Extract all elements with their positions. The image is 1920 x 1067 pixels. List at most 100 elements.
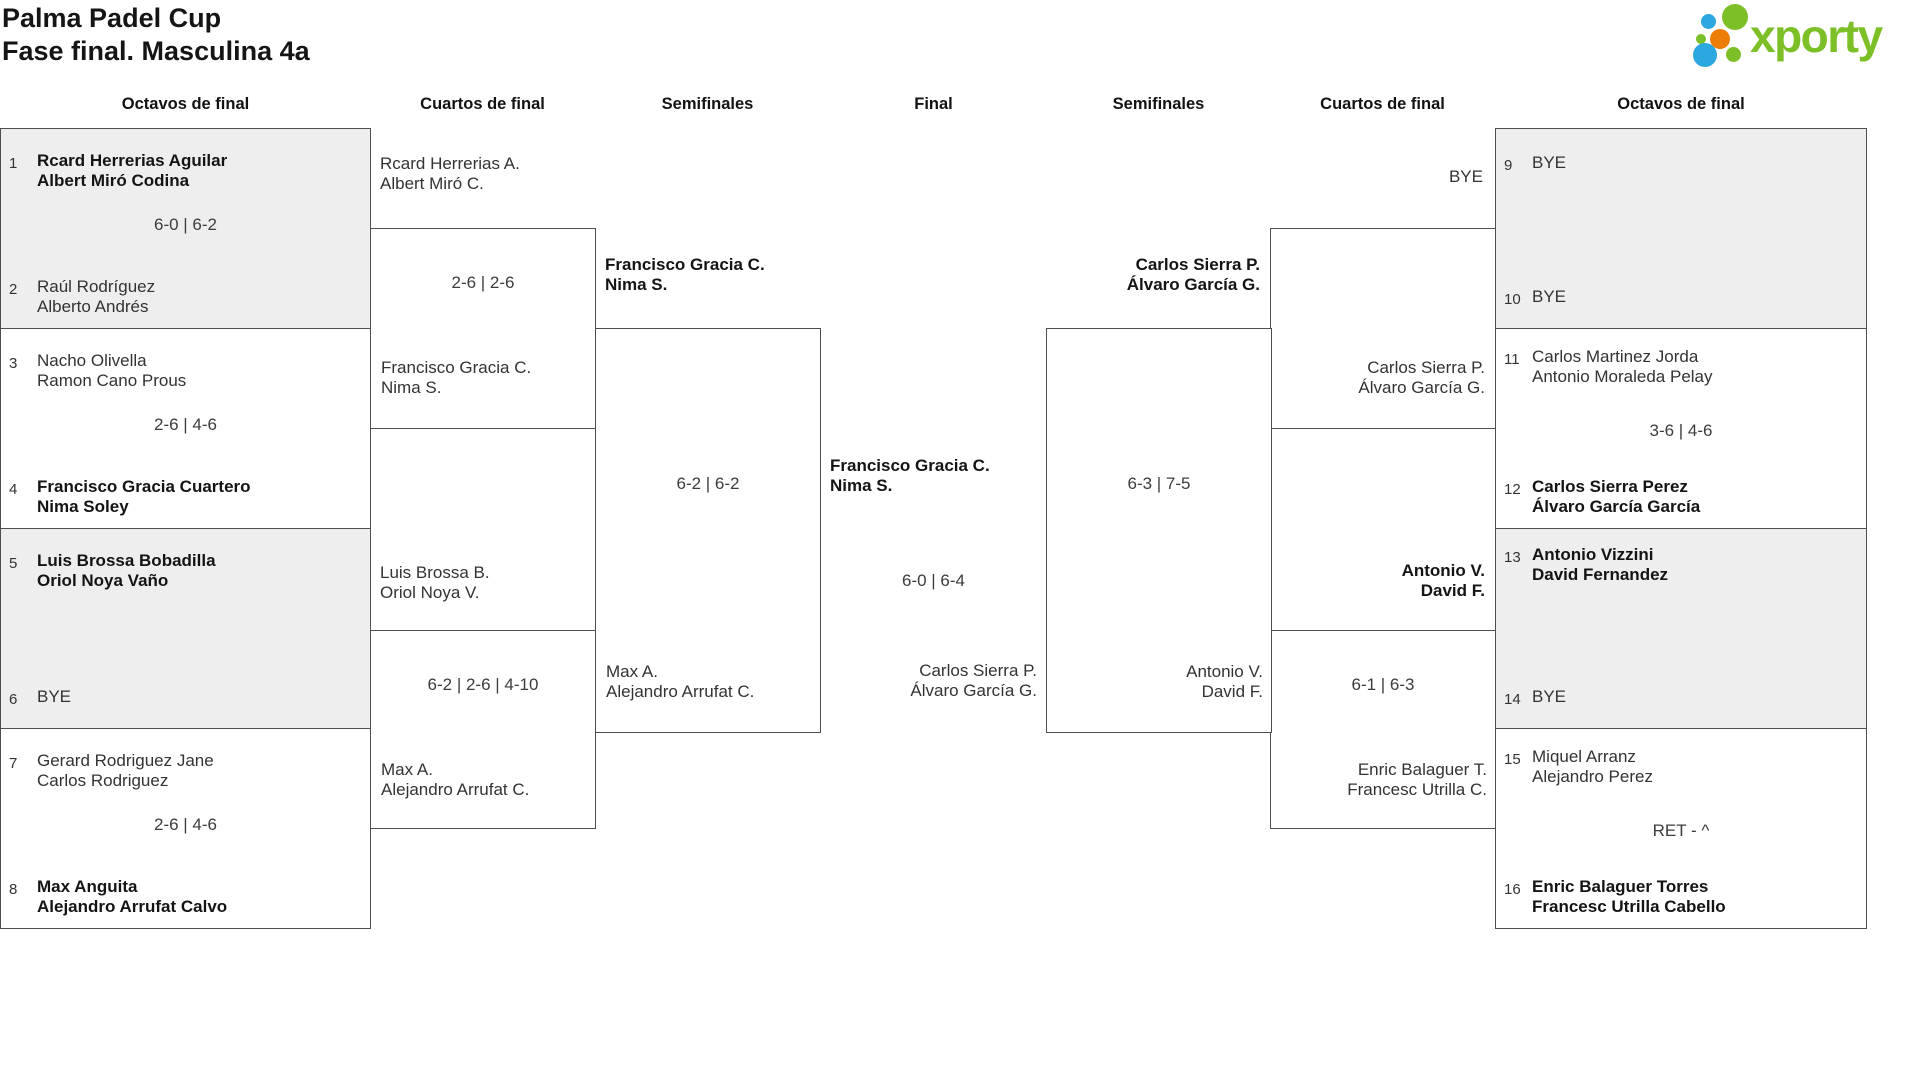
seed-number: 13: [1504, 549, 1521, 566]
qf-right-1-box: Carlos Sierra P. Álvaro García G.: [1270, 228, 1496, 429]
round-header-final: Final: [914, 95, 953, 113]
logo-dot-blue-big-icon: [1693, 43, 1717, 67]
team-names: BYE: [1532, 687, 1567, 706]
round-header-semis-left: Semifinales: [661, 95, 754, 113]
final-score: 6-0 | 6-4: [901, 571, 965, 590]
match-score: 2-6 | 2-6: [451, 273, 515, 292]
match-score: 3-6 | 4-6: [1649, 421, 1713, 440]
seed-number: 9: [1504, 157, 1513, 174]
team-names: Carlos Sierra Perez Álvaro García García: [1532, 477, 1701, 516]
seed-number: 8: [9, 881, 18, 898]
team-entry: 11 Carlos Martinez Jorda Antonio Moraled…: [1496, 347, 1866, 386]
qf-right-1-team1-bye: BYE: [1448, 167, 1483, 186]
qf-left-2-team1: Luis Brossa B. Oriol Noya V.: [380, 563, 490, 602]
team-entry: 5 Luis Brossa Bobadilla Oriol Noya Vaño: [1, 551, 370, 590]
tournament-name: Palma Padel Cup: [2, 3, 222, 33]
qf-left-2-team2: Max A. Alejandro Arrufat C.: [381, 760, 530, 799]
match-score: 6-3 | 7-5: [1127, 474, 1191, 493]
team-names: Enric Balaguer Torres Francesc Utrilla C…: [1532, 877, 1726, 916]
sf-right-team2: Antonio V. David F.: [1186, 662, 1263, 701]
match-score: 6-2 | 6-2: [676, 474, 740, 493]
team-entry: 12 Carlos Sierra Perez Álvaro García Gar…: [1496, 477, 1866, 516]
phase-name: Fase final. Masculina 4a: [2, 36, 310, 66]
seed-number: 11: [1504, 351, 1520, 368]
team-entry: 1 Rcard Herrerias Aguilar Albert Miró Co…: [1, 151, 370, 190]
qf-right-2-team1: Antonio V. David F.: [1401, 561, 1485, 600]
seed-number: 6: [9, 691, 18, 708]
match-score: RET - ^: [1652, 821, 1710, 840]
team-names: BYE: [1532, 287, 1567, 306]
sf-left-box: 6-2 | 6-2 Max A. Alejandro Arrufat C.: [595, 328, 821, 733]
seed-number: 5: [9, 555, 18, 572]
match-box-r16-4: 7 Gerard Rodriguez Jane Carlos Rodriguez…: [0, 728, 371, 929]
match-box-r16-5: 9 BYE 10 BYE: [1495, 128, 1867, 329]
xporty-logo[interactable]: xporty: [1688, 4, 1912, 72]
match-score: 2-6 | 4-6: [153, 815, 217, 834]
team-entry-bye: 10 BYE: [1496, 287, 1866, 308]
qf-left-1-box: 2-6 | 2-6 Francisco Gracia C. Nima S.: [370, 228, 596, 429]
qf-left-1-team1: Rcard Herrerias A. Albert Miró C.: [380, 154, 520, 193]
round-header-octavos-left: Octavos de final: [121, 95, 250, 113]
team-names: BYE: [37, 687, 72, 706]
team-names: BYE: [1532, 153, 1567, 172]
team-names: Luis Brossa Bobadilla Oriol Noya Vaño: [37, 551, 216, 590]
round-header-cuartos-left: Cuartos de final: [420, 95, 545, 113]
logo-dot-blue-small-icon: [1701, 14, 1716, 29]
team-entry: 3 Nacho Olivella Ramon Cano Prous: [1, 351, 370, 390]
match-box-r16-6: 11 Carlos Martinez Jorda Antonio Moraled…: [1495, 328, 1867, 529]
logo-wordmark: xporty: [1750, 10, 1883, 62]
team-names: Raúl Rodríguez Alberto Andrés: [37, 277, 156, 316]
team-entry: 7 Gerard Rodriguez Jane Carlos Rodriguez: [1, 751, 370, 790]
match-score: 6-0 | 6-2: [153, 215, 217, 234]
seed-number: 15: [1504, 751, 1521, 768]
round-header-semis-right: Semifinales: [1112, 95, 1205, 113]
seed-number: 1: [9, 155, 18, 172]
team-names: Miquel Arranz Alejandro Perez: [1532, 747, 1653, 786]
match-box-r16-2: 3 Nacho Olivella Ramon Cano Prous 2-6 | …: [0, 328, 371, 529]
logo-dot-orange-icon: [1710, 29, 1730, 49]
team-entry: 13 Antonio Vizzini David Fernandez: [1496, 545, 1866, 584]
round-header-octavos-right: Octavos de final: [1617, 95, 1745, 113]
team-entry-bye: 14 BYE: [1496, 687, 1866, 708]
logo-dot-green-small-icon: [1726, 47, 1741, 62]
seed-number: 10: [1504, 291, 1521, 308]
match-box-r16-3: 5 Luis Brossa Bobadilla Oriol Noya Vaño …: [0, 528, 371, 729]
match-score: 6-2 | 2-6 | 4-10: [427, 675, 539, 694]
round-header-cuartos-right: Cuartos de final: [1320, 95, 1445, 113]
seed-number: 2: [9, 281, 18, 298]
team-names: Gerard Rodriguez Jane Carlos Rodriguez: [37, 751, 214, 790]
page-title: Palma Padel Cup Fase final. Masculina 4a: [2, 2, 310, 68]
match-score: 6-1 | 6-3: [1351, 675, 1415, 694]
sf-left-team2: Max A. Alejandro Arrufat C.: [606, 662, 755, 701]
final-winner: Francisco Gracia C. Nima S.: [830, 456, 990, 495]
team-names: Antonio Vizzini David Fernandez: [1532, 545, 1669, 584]
sf-left-team1: Francisco Gracia C. Nima S.: [605, 255, 765, 294]
seed-number: 12: [1504, 481, 1521, 498]
team-names: Max Anguita Alejandro Arrufat Calvo: [37, 877, 228, 916]
logo-dot-green-big-icon: [1722, 4, 1748, 30]
team-names: Francisco Gracia Cuartero Nima Soley: [37, 477, 251, 516]
match-box-r16-8: 15 Miquel Arranz Alejandro Perez RET - ^…: [1495, 728, 1867, 929]
team-entry-bye: 6 BYE: [1, 687, 370, 708]
team-names: Rcard Herrerias Aguilar Albert Miró Codi…: [37, 151, 228, 190]
seed-number: 3: [9, 355, 18, 372]
seed-number: 4: [9, 481, 18, 498]
team-entry: 4 Francisco Gracia Cuartero Nima Soley: [1, 477, 370, 516]
match-box-r16-1: 1 Rcard Herrerias Aguilar Albert Miró Co…: [0, 128, 371, 329]
team-names: Carlos Martinez Jorda Antonio Moraleda P…: [1532, 347, 1713, 386]
qf-left-1-team2: Francisco Gracia C. Nima S.: [381, 358, 532, 397]
sf-right-team1: Carlos Sierra P. Álvaro García G.: [1126, 255, 1260, 294]
team-entry: 8 Max Anguita Alejandro Arrufat Calvo: [1, 877, 370, 916]
seed-number: 16: [1504, 881, 1521, 898]
match-box-r16-7: 13 Antonio Vizzini David Fernandez 14 BY…: [1495, 528, 1867, 729]
team-entry: 16 Enric Balaguer Torres Francesc Utrill…: [1496, 877, 1866, 916]
sf-right-box: 6-3 | 7-5 Antonio V. David F.: [1046, 328, 1272, 733]
team-entry: 2 Raúl Rodríguez Alberto Andrés: [1, 277, 370, 316]
final-runner-up: Carlos Sierra P. Álvaro García G.: [910, 661, 1037, 700]
seed-number: 7: [9, 755, 18, 772]
qf-left-2-box: 6-2 | 2-6 | 4-10 Max A. Alejandro Arrufa…: [370, 630, 596, 829]
seed-number: 14: [1504, 691, 1521, 708]
match-score: 2-6 | 4-6: [153, 415, 217, 434]
qf-right-1-team2: Carlos Sierra P. Álvaro García G.: [1358, 358, 1485, 397]
